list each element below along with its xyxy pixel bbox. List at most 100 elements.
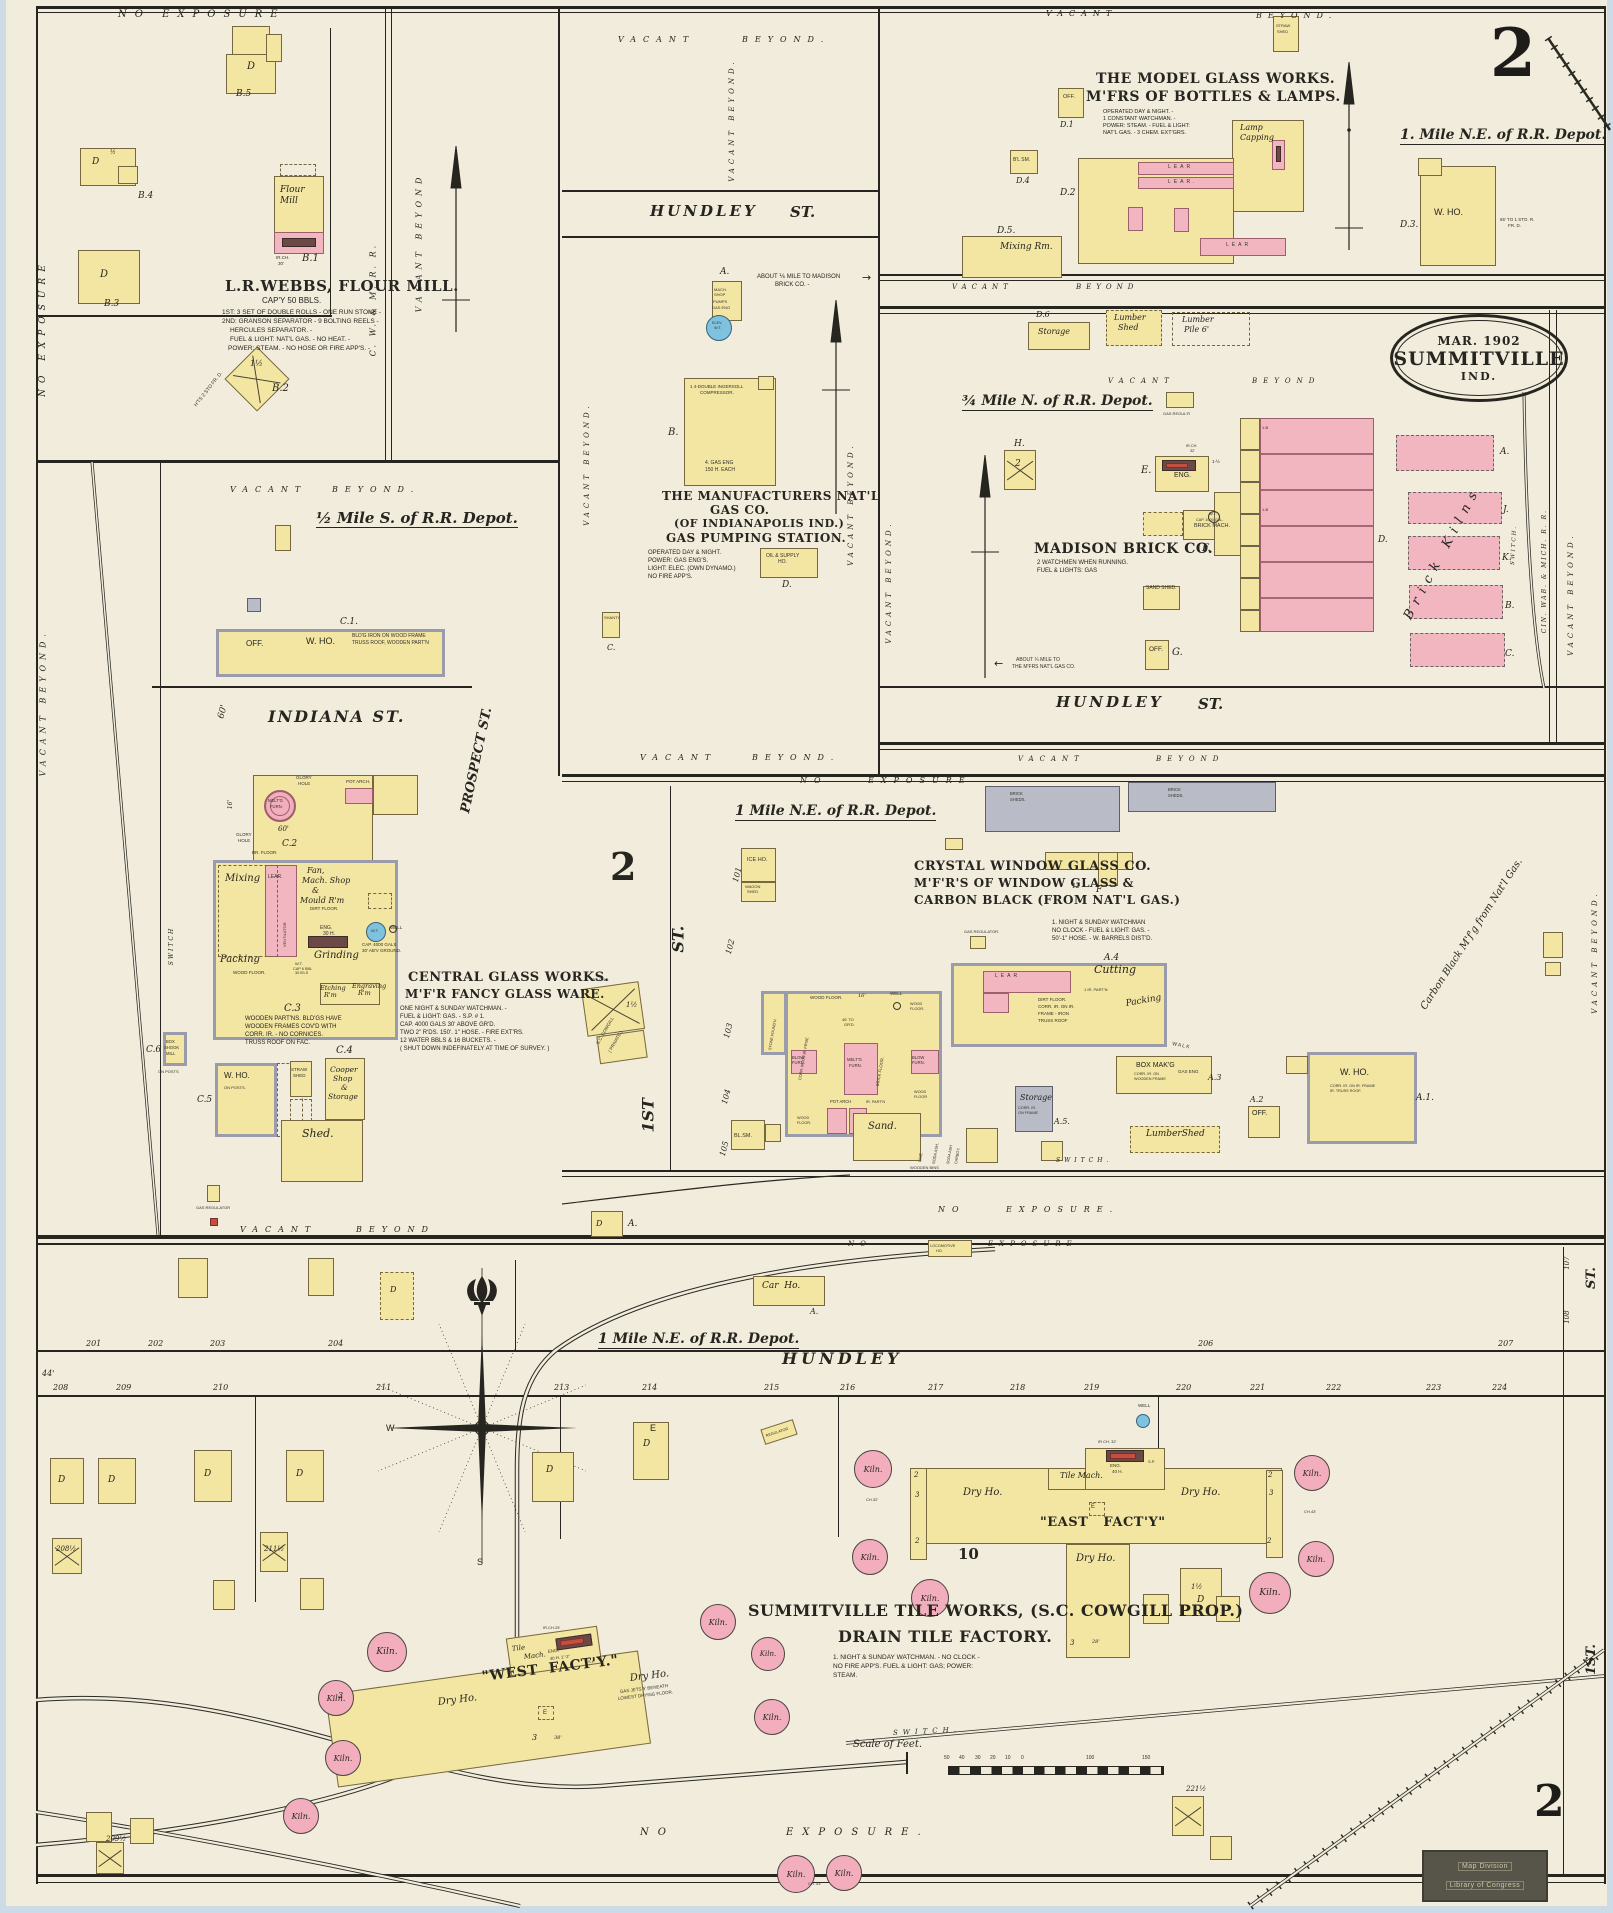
map-label: H. <box>1014 439 1025 449</box>
map-label: Tile Mach. <box>1060 1471 1103 1480</box>
map-label: E <box>1091 1504 1096 1510</box>
map-label: VACANT BEYOND. <box>847 442 856 566</box>
map-label: FURN. <box>849 1063 862 1068</box>
building <box>247 598 261 612</box>
map-label: ST. <box>668 925 688 953</box>
map-line <box>36 460 560 463</box>
map-label: 2 <box>1268 1471 1273 1479</box>
map-label: G. <box>1172 647 1183 658</box>
map-label: HUNDLEY <box>782 1349 903 1368</box>
map-label: L.R.WEBBS, FLOUR MILL. <box>225 277 459 295</box>
map-label: Mixing Rm. <box>1000 242 1053 252</box>
building <box>1048 1468 1086 1490</box>
building <box>731 1120 765 1150</box>
map-label: 50'-1" HOSE. - W. BARRELS DIST'D. <box>1052 936 1153 942</box>
map-line <box>152 686 472 688</box>
map-label: 108 <box>1563 1310 1572 1324</box>
building <box>1172 312 1250 346</box>
map-label: E. <box>1141 465 1152 476</box>
building <box>1216 1596 1240 1622</box>
building <box>320 983 380 1005</box>
building <box>118 166 138 184</box>
map-label: VACANT <box>952 283 1013 291</box>
map-label: HO. <box>936 1249 943 1253</box>
sheet-number-bottom: 2 <box>1534 1776 1565 1827</box>
map-label: CH. 43' <box>808 1881 822 1886</box>
map-label: D <box>546 1465 554 1475</box>
map-label: B.5 <box>236 89 252 99</box>
building <box>1010 150 1038 174</box>
map-label: C. W. & M. R. R. <box>368 242 378 357</box>
map-label: POWER: GAS ENG'S. <box>648 558 709 564</box>
map-label: A.4 <box>1104 953 1120 963</box>
map-label: 220 <box>1176 1383 1192 1392</box>
map-label: GAS REGUL'R <box>1163 411 1190 416</box>
map-label: 202 <box>148 1339 164 1348</box>
map-label: 1 Mile N.E. of R.R. Depot. <box>598 1331 800 1350</box>
map-label: LEAR. <box>268 874 283 880</box>
library-stamp-line1: Map Division <box>1457 1862 1513 1871</box>
building <box>1106 310 1162 346</box>
map-label: 223 <box>1426 1383 1442 1392</box>
north-arrows <box>442 61 1363 678</box>
map-label: W.T. <box>295 961 303 966</box>
building <box>1240 418 1260 632</box>
map-label: 30' AB'V GROUND. <box>362 948 402 953</box>
map-label: LumberShed <box>1146 1129 1205 1139</box>
melting-furnace <box>264 790 296 822</box>
date-stamp-border: MAR. 1902 SUMMITVILLE IND. <box>1390 314 1568 402</box>
map-label: ABOUT ¼ MILE TO <box>1016 657 1060 663</box>
building <box>966 1128 998 1163</box>
map-line <box>515 1260 516 1352</box>
map-label: 16' <box>226 799 234 810</box>
map-label: THE M'FRS NAT'L GAS CO. <box>1012 664 1076 670</box>
map-label: Dry Ho. <box>629 1668 670 1684</box>
map-label: ICE HO. <box>747 857 768 863</box>
map-label: Dry Ho. <box>963 1487 1003 1498</box>
map-label: BLOW <box>792 1055 805 1060</box>
map-label: C.5 <box>197 1095 213 1105</box>
map-label: J. <box>1503 505 1509 515</box>
map-label: BOX MAK'G <box>1136 1062 1175 1069</box>
map-label: A.2 <box>1250 1095 1264 1104</box>
kiln: Kiln. <box>854 1450 892 1488</box>
building <box>275 525 291 551</box>
water-tank <box>706 315 732 341</box>
date-stamp-oval: MAR. 1902 SUMMITVILLE IND. <box>1390 314 1568 402</box>
map-label: VACANT BEYOND. <box>885 520 894 644</box>
map-label: EXPOSURE. <box>1006 1205 1120 1214</box>
building <box>216 629 445 677</box>
building <box>266 34 282 62</box>
map-label: Mill <box>280 196 298 206</box>
building <box>163 1032 187 1066</box>
building <box>1266 1470 1283 1558</box>
building <box>1420 166 1496 266</box>
map-line <box>880 749 1605 750</box>
map-label: D <box>390 1285 397 1294</box>
map-label: POT ARCH. <box>346 779 371 784</box>
map-label: IR.CH. 32' <box>1098 1439 1117 1444</box>
map-label: W <box>386 1423 395 1433</box>
map-label: ¾ Mile N. of R.R. Depot. <box>962 393 1153 412</box>
map-label: POWER: STEAM. - NO HOSE OR FIRE APP'S. - <box>228 345 371 352</box>
building <box>78 250 140 304</box>
map-label: WOOD <box>914 1090 927 1094</box>
map-label: A. <box>810 1307 819 1316</box>
map-label: MACH. <box>714 287 727 292</box>
map-label: S.P. <box>588 1659 596 1664</box>
map-line <box>1556 310 1557 744</box>
map-line <box>1604 6 1606 1884</box>
map-label: POT ARCH <box>830 1099 852 1104</box>
building <box>1418 158 1442 176</box>
building <box>1545 962 1561 976</box>
map-label: 219 <box>1084 1383 1100 1392</box>
map-label: 1 Mile N.E. of R.R. Depot. <box>735 803 937 822</box>
map-label: D <box>296 1469 304 1479</box>
map-label: 213 <box>554 1383 570 1392</box>
map-label: WOODEN FRAMES COV'D WITH <box>245 1024 337 1030</box>
map-line <box>880 274 1605 276</box>
building <box>853 1113 921 1161</box>
map-label: SWITCH <box>167 926 175 966</box>
map-label: PUMPS <box>713 299 728 304</box>
building <box>290 1099 312 1121</box>
